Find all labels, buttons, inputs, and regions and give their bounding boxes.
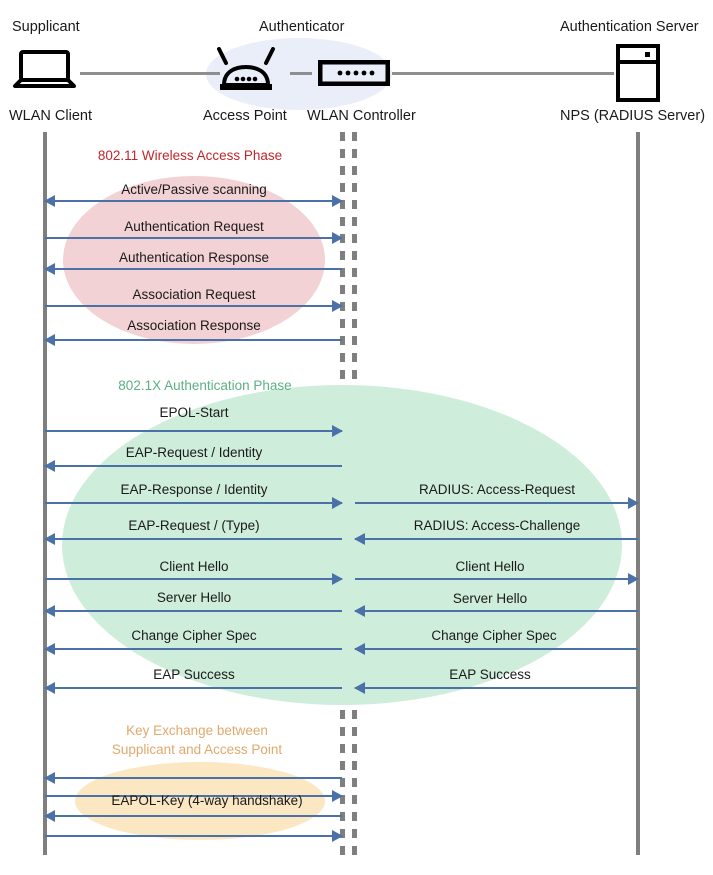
message-label: Association Response (127, 318, 261, 333)
actor-name-access-point: Access Point (203, 108, 287, 124)
actor-name-wlan-controller: WLAN Controller (307, 108, 416, 124)
message-label: RADIUS: Access-Challenge (413, 518, 581, 533)
phase-key-exchange-label-line2: Supplicant and Access Point (111, 742, 283, 757)
message-label: Server Hello (156, 590, 232, 605)
phase-key-exchange-label: Key Exchange between Supplicant and Acce… (97, 721, 297, 759)
phase-80211-blob (63, 176, 325, 344)
message-label: RADIUS: Access-Request (418, 482, 576, 497)
wire-client-to-ap (80, 72, 220, 75)
phase-key-exchange-blob (75, 762, 325, 840)
message-label: EAP-Request / Identity (125, 445, 263, 460)
message-label: Change Cipher Spec (131, 628, 257, 643)
actor-name-wlan-client: WLAN Client (9, 108, 92, 124)
server-icon (615, 44, 661, 107)
phase-8021x-label: 802.1X Authentication Phase (118, 378, 292, 393)
message-label: Authentication Request (124, 219, 264, 234)
lifeline-supplicant (43, 132, 47, 855)
access-point-icon (216, 47, 276, 99)
phase-8021x-blob (62, 385, 622, 705)
message-label: Active/Passive scanning (121, 182, 267, 197)
laptop-icon (12, 50, 80, 99)
wire-controller-to-server (392, 72, 614, 75)
wire-ap-to-controller (290, 72, 312, 75)
message-label: EPOL-Start (159, 405, 229, 420)
message-label: Association Request (132, 287, 256, 302)
phase-80211-label: 802.11 Wireless Access Phase (97, 148, 283, 163)
message-label: EAP Success (153, 667, 235, 682)
message-label: Authentication Response (118, 250, 270, 265)
actor-role-authenticator: Authenticator (259, 19, 345, 35)
message-label: Client Hello (455, 559, 525, 574)
message-label: EAP Success (449, 667, 531, 682)
actor-role-supplicant: Supplicant (12, 19, 80, 35)
actor-role-auth-server: Authentication Server (560, 19, 699, 35)
message-label: Server Hello (452, 591, 528, 606)
wlan-controller-icon (317, 59, 391, 91)
message-label: EAP-Request / (Type) (128, 518, 260, 533)
message-label: Client Hello (159, 559, 229, 574)
message-label: EAPOL-Key (4-way handshake) (111, 793, 303, 808)
lifeline-auth-server (636, 132, 640, 855)
message-label: Change Cipher Spec (431, 628, 557, 643)
phase-key-exchange-label-line1: Key Exchange between (126, 723, 268, 738)
actor-name-nps-radius-server: NPS (RADIUS Server) (560, 108, 706, 124)
message-label: EAP-Response / Identity (120, 482, 268, 497)
